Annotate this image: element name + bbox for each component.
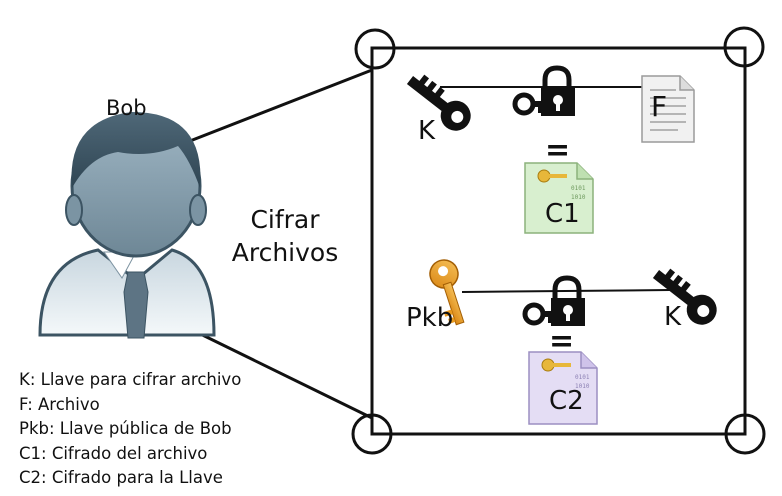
box-handle-bottom-left (351, 413, 393, 455)
svg-text:0101: 0101 (575, 374, 590, 381)
box-handle-bottom-right (724, 413, 766, 455)
legend-item-k: K: Llave para cifrar archivo (19, 370, 242, 389)
legend-item-pkb: Pkb: Llave pública de Bob (19, 419, 232, 438)
bottom-key-label: K (664, 302, 682, 332)
connector-top (171, 68, 373, 150)
connector-bottom (181, 323, 373, 420)
document-icon (641, 75, 695, 143)
file-label: F (651, 90, 668, 123)
top-key-label: K (418, 116, 436, 146)
padlock-key-icon (512, 65, 575, 116)
c2-label: C2 (549, 386, 584, 416)
encrypted-document-icon-c1: 0101 1010 (524, 162, 594, 234)
svg-text:1010: 1010 (571, 194, 586, 201)
user-icon (38, 112, 216, 339)
process-box (370, 46, 747, 436)
legend-item-f: F: Archivo (19, 394, 100, 414)
key-icon-2 (652, 268, 717, 325)
key-icon (406, 74, 471, 131)
top-equals: = (545, 133, 571, 168)
c1-label: C1 (545, 199, 580, 229)
process-title-line1: Cifrar (250, 205, 320, 234)
legend-item-c2: C2: Cifrado para la Llave (19, 468, 223, 487)
padlock-key-icon-2 (522, 275, 585, 326)
encrypted-document-icon-c2: 0101 1010 (528, 351, 598, 425)
box-handle-top-left (354, 28, 396, 70)
legend-item-c1: C1: Cifrado del archivo (19, 443, 208, 463)
bottom-equals: = (549, 324, 575, 359)
legend: K: Llave para cifrar archivo F: Archivo … (19, 368, 241, 491)
pkb-label: Pkb (406, 303, 454, 333)
box-handle-top-right (723, 26, 765, 68)
bottom-row-line (461, 289, 671, 293)
process-title: Cifrar Archivos (222, 203, 348, 269)
process-title-line2: Archivos (231, 238, 339, 267)
svg-text:0101: 0101 (571, 185, 586, 192)
actor-name: Bob (106, 96, 147, 120)
gold-key-icon (429, 259, 465, 326)
svg-text:1010: 1010 (575, 383, 590, 390)
